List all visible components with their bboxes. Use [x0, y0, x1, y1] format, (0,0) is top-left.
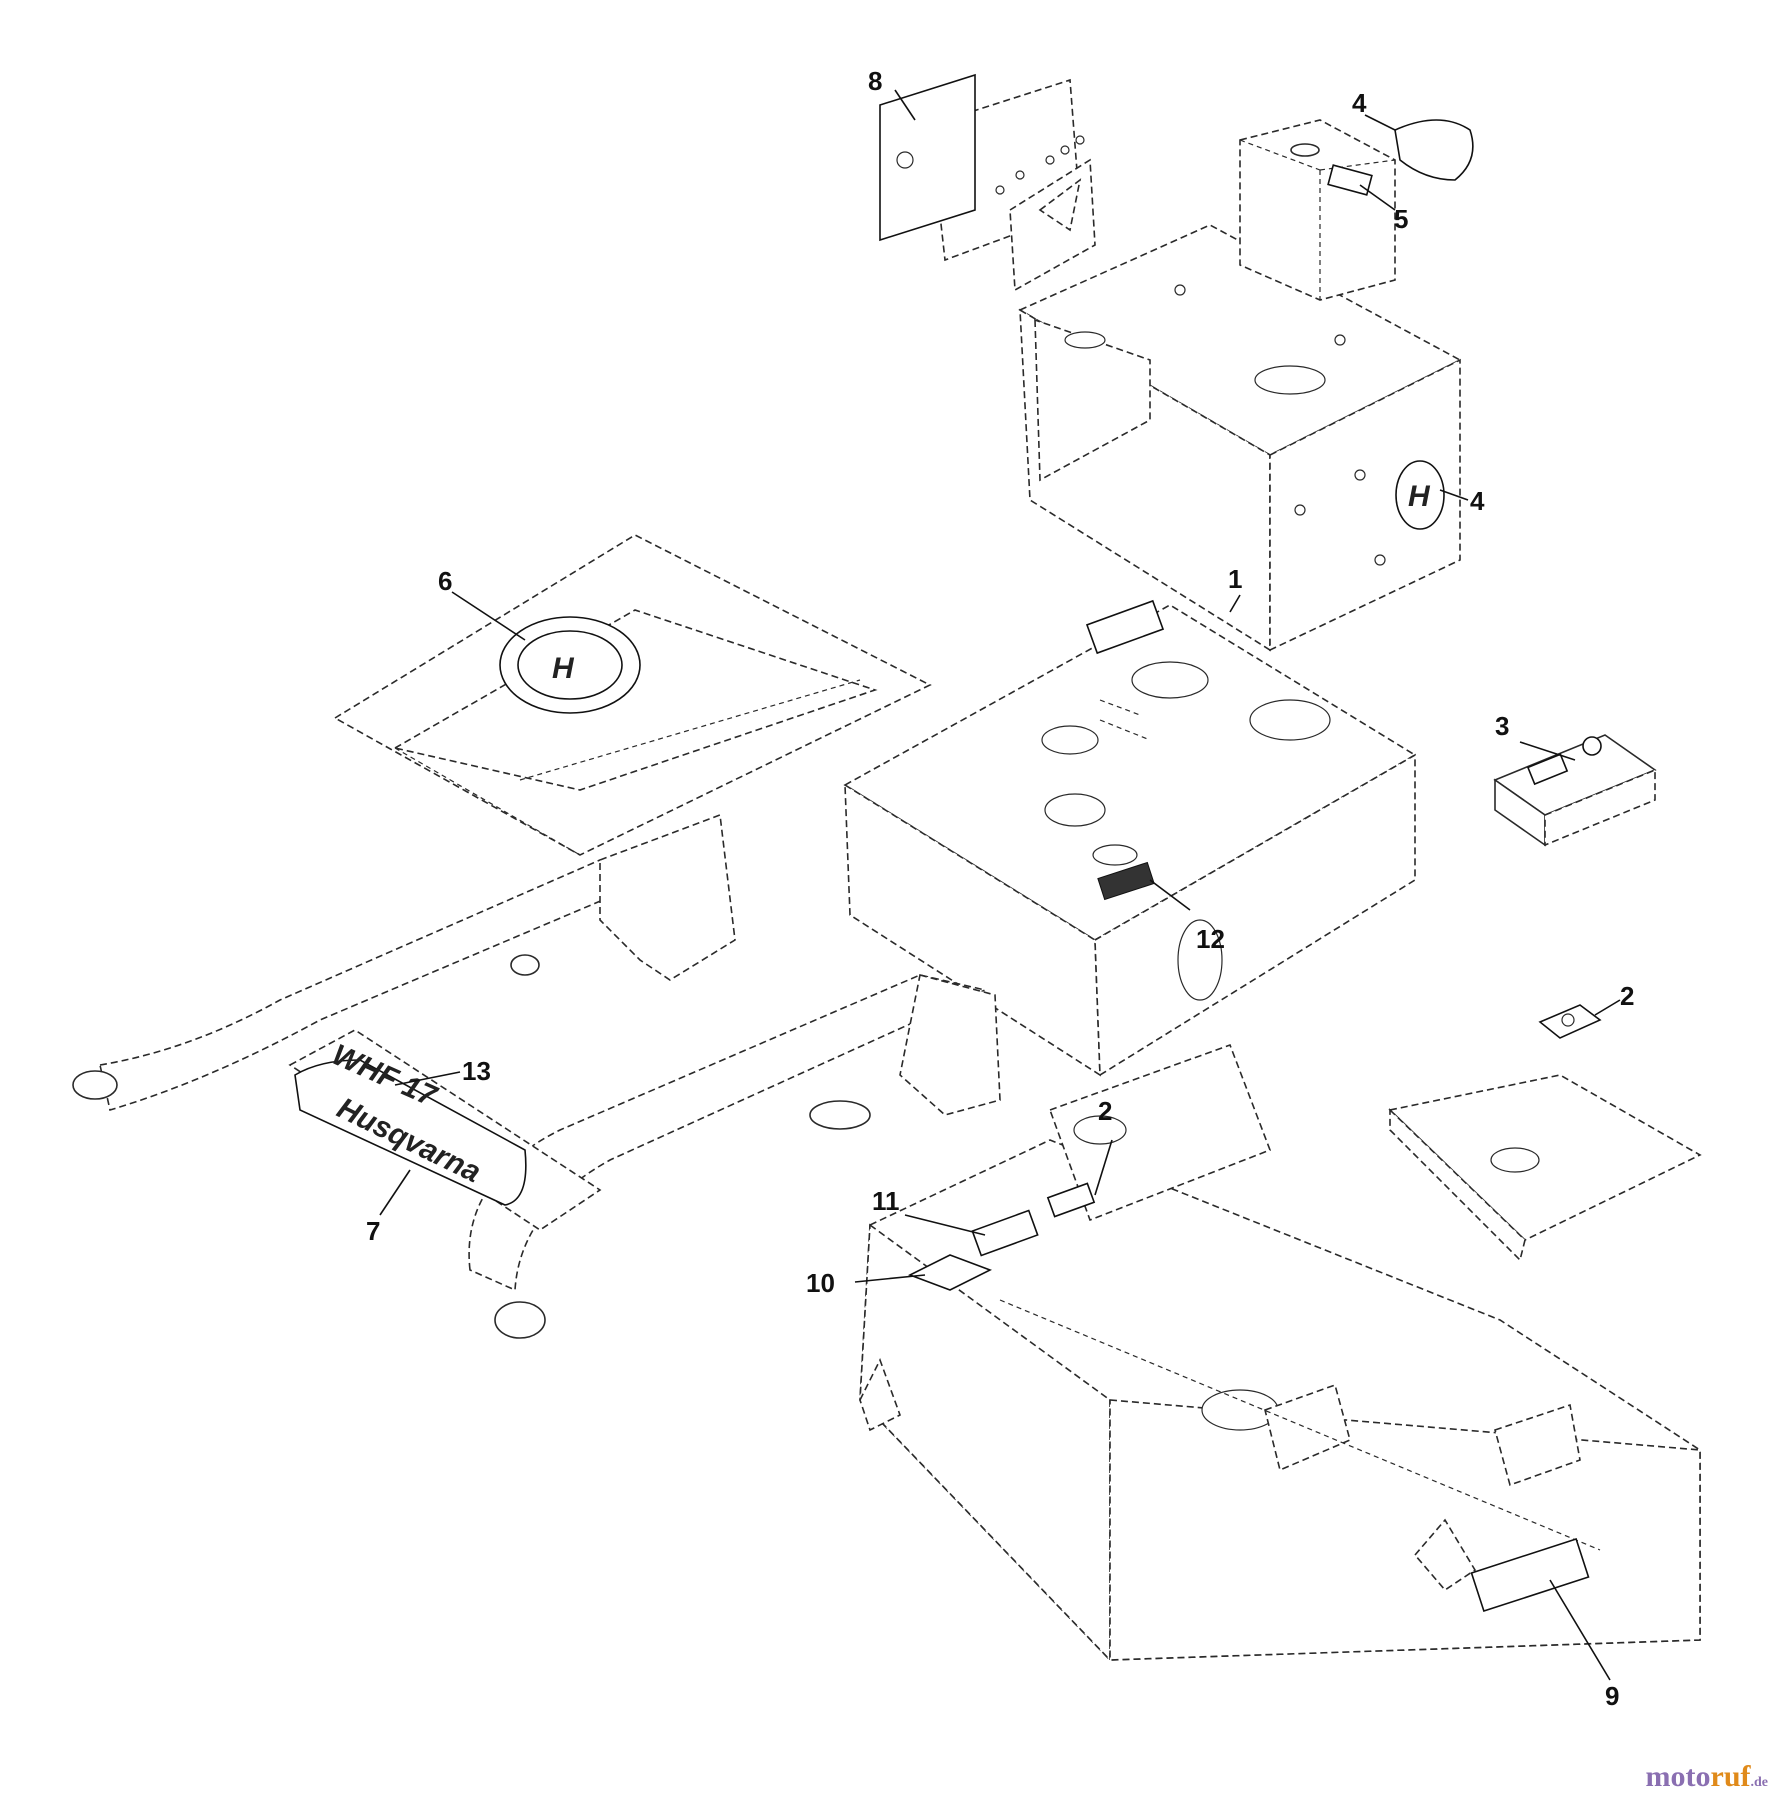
callout-10: 10: [806, 1268, 835, 1298]
callout-6: 6: [438, 566, 452, 596]
decal-2-right: [1538, 1004, 1602, 1039]
callouts: 1 2 2 3 4 4 5 6 7 8 9 10 11 12 13: [366, 66, 1634, 1711]
callout-2a: 2: [1098, 1096, 1112, 1126]
control-bracket-assembly: [1493, 734, 1657, 847]
svg-text:H: H: [552, 652, 575, 685]
decal-4-loose: [1394, 119, 1474, 181]
callout-1: 1: [1228, 564, 1242, 594]
console-side-plate: [995, 135, 1085, 195]
frame-assembly: Husqvarna WHF 17: [72, 813, 1001, 1339]
callout-9: 9: [1605, 1681, 1619, 1711]
engine-deck-assembly: [843, 599, 1417, 1077]
callout-5: 5: [1394, 204, 1408, 234]
svg-text:H: H: [1408, 480, 1431, 513]
callout-4b: 4: [1470, 486, 1485, 516]
callout-13: 13: [462, 1056, 491, 1086]
floor-plate: [1388, 1074, 1702, 1262]
decal-4-logo: H: [1395, 460, 1445, 530]
callout-2b: 2: [1620, 981, 1634, 1011]
watermark-logo: motoruf.de: [1645, 1760, 1768, 1793]
callout-8: 8: [868, 66, 882, 96]
decal-8: [879, 73, 976, 242]
callout-4a: 4: [1352, 88, 1367, 118]
callout-3: 3: [1495, 711, 1509, 741]
seat-cover-assembly: H: [333, 534, 932, 856]
callout-11: 11: [872, 1186, 900, 1216]
mower-deck-assembly: [859, 1043, 1701, 1662]
callout-7: 7: [366, 1216, 380, 1246]
callout-12: 12: [1196, 924, 1225, 954]
fuel-tank-console-assembly: [929, 78, 1462, 652]
